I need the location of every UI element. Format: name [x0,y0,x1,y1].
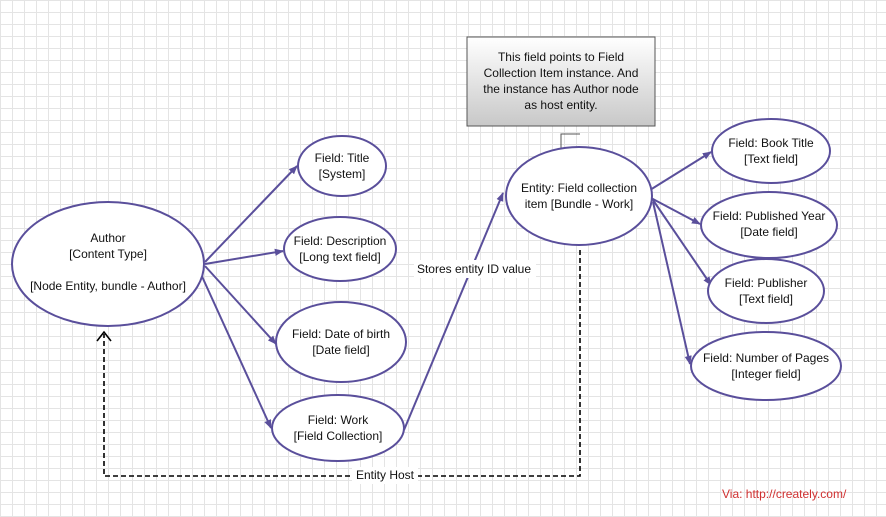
edge-author-dob[interactable] [204,265,277,345]
stores-label-bg [414,260,536,278]
node-publisher-line-1: Field: Publisher [725,276,808,290]
edges [96,133,712,477]
node-field-dob-line-1: Field: Date of birth [292,327,390,341]
node-field-work[interactable]: Field: Work [Field Collection] [271,394,405,462]
node-published-year-line-2: [Date field] [740,225,797,239]
note[interactable]: This field points to Field Collection It… [466,36,656,127]
node-pages-line-1: Field: Number of Pages [703,351,829,365]
edge-entity-year[interactable] [650,197,701,225]
node-entity-field-collection[interactable]: Entity: Field collection item [Bundle - … [505,146,653,246]
node-author[interactable]: Author [Content Type] [Node Entity, bund… [11,201,205,327]
entity-host-label: Entity Host [356,468,415,482]
node-pages-line-2: [Integer field] [731,367,800,381]
node-field-title-line-1: Field: Title [315,151,370,165]
node-field-work-line-2: [Field Collection] [294,429,383,443]
node-field-description-line-2: [Long text field] [299,250,380,264]
edge-work-entity[interactable] [403,192,504,431]
host-label-bg [352,467,418,484]
node-author-line-1: Author [90,231,125,245]
stores-entity-id-label: Stores entity ID value [417,262,531,276]
node-field-published-year[interactable]: Field: Published Year [Date field] [700,191,838,259]
node-field-publisher[interactable]: Field: Publisher [Text field] [707,258,825,324]
node-publisher-line-2: [Text field] [739,292,793,306]
note-line-1: This field points to Field [498,50,624,64]
note-line-4: as host entity. [524,98,597,112]
credit-text: Via: http://creately.com/ [722,487,847,501]
edge-entity-booktitle[interactable] [649,151,712,191]
edge-entity-publisher[interactable] [652,199,712,286]
node-field-description[interactable]: Field: Description [Long text field] [283,216,397,282]
node-field-number-of-pages[interactable]: Field: Number of Pages [Integer field] [690,331,842,401]
edge-author-title[interactable] [204,165,298,263]
node-field-description-line-1: Field: Description [294,234,387,248]
node-author-line-2: [Content Type] [69,247,147,261]
node-entity-line-2: item [Bundle - Work] [525,197,633,211]
note-connector [560,133,580,148]
node-book-title-line-1: Field: Book Title [728,136,814,150]
note-line-3: the instance has Author node [483,82,639,96]
edge-entity-host[interactable] [103,250,581,477]
edge-entity-pages[interactable] [652,201,692,365]
node-field-dob[interactable]: Field: Date of birth [Date field] [275,301,407,383]
edge-author-work[interactable] [199,271,272,429]
node-field-book-title[interactable]: Field: Book Title [Text field] [711,118,831,184]
entity-host-arrowhead [96,330,112,342]
note-line-2: Collection Item instance. And [484,66,639,80]
node-author-line-4: [Node Entity, bundle - Author] [30,279,186,293]
node-book-title-line-2: [Text field] [744,152,798,166]
node-published-year-line-1: Field: Published Year [713,209,826,223]
node-field-work-line-1: Field: Work [308,413,369,427]
node-entity-line-1: Entity: Field collection [521,181,637,195]
node-field-dob-line-2: [Date field] [312,343,369,357]
node-field-title-line-2: [System] [319,167,366,181]
note-box [466,36,656,127]
edge-labels: Stores entity ID value Entity Host [352,260,536,484]
node-field-title[interactable]: Field: Title [System] [297,135,387,197]
edge-author-description[interactable] [204,248,284,265]
